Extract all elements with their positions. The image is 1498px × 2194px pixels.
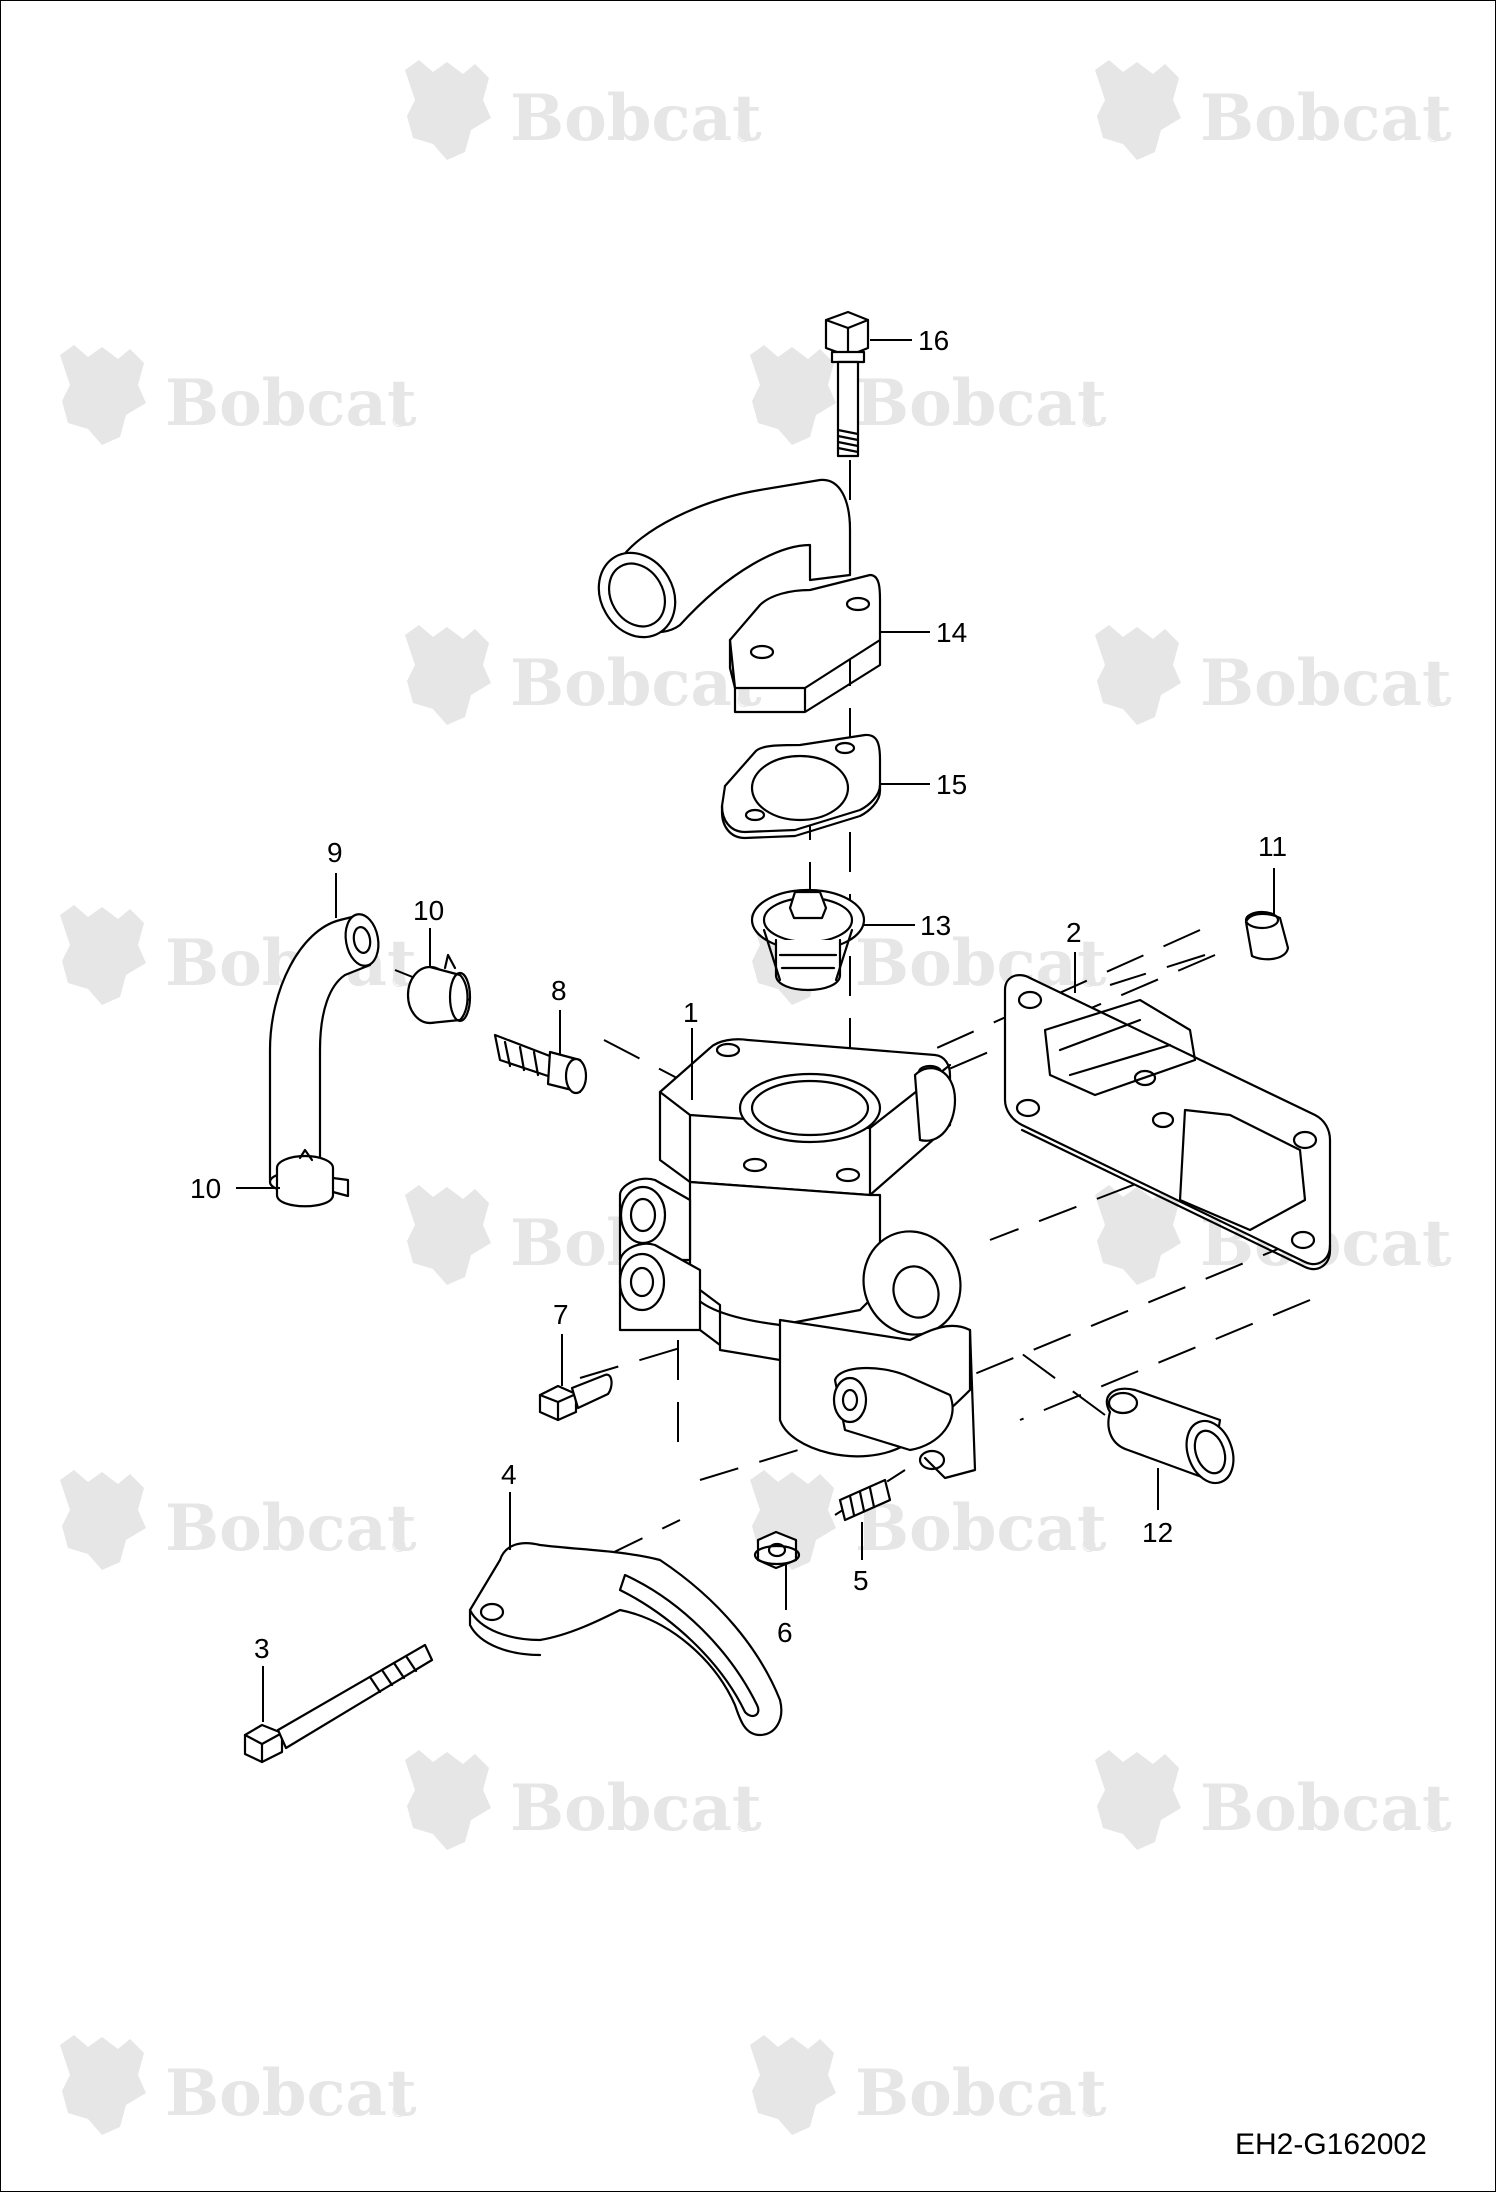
bobcat-logo-icon [405,1750,491,1850]
part-7-bolt [538,1373,613,1422]
callout-15: 15 [936,769,967,800]
callout-5: 5 [853,1565,869,1596]
watermark-registered-mark: ® [1080,2101,1098,2122]
watermark-text: Bobcat [510,1771,762,1846]
callout-2: 2 [1066,917,1082,948]
bobcat-logo-icon [60,1470,146,1570]
watermark-text: Bobcat [510,81,762,156]
callout-11: 11 [1258,831,1287,862]
part-15-gasket [720,733,882,840]
callout-1: 1 [683,997,699,1028]
watermark-registered-mark: ® [735,1816,753,1837]
watermark-text: Bobcat [1200,81,1452,156]
watermark-registered-mark: ® [390,2101,408,2122]
watermark-text: Bobcat [855,1491,1107,1566]
bobcat-logo-icon [1095,1750,1181,1850]
bobcat-logo-icon [60,345,146,445]
bobcat-logo-icon [1095,60,1181,160]
watermark-registered-mark: ® [1425,1251,1443,1272]
watermark-text: Bobcat [510,646,762,721]
part-1-thermostat-housing [618,1038,977,1480]
watermark-registered-mark: ® [1080,971,1098,992]
part-10-hose-clamp-upper [406,953,472,1025]
callout-6: 6 [777,1617,793,1648]
callout-16: 16 [918,325,949,356]
bobcat-watermark: Bobcat® [60,2035,417,2135]
bobcat-logo-icon [1095,625,1181,725]
watermark-registered-mark: ® [1080,411,1098,432]
bobcat-watermark: Bobcat® [60,1470,417,1570]
callout-leaders [236,339,1275,1722]
watermark-text: Bobcat [165,366,417,441]
bobcat-watermark: Bobcat® [60,345,417,445]
bobcat-watermark: Bobcat® [1095,60,1452,160]
callout-3: 3 [254,1633,270,1664]
part-11-plug [1244,910,1290,961]
callout-13: 13 [920,910,951,941]
watermark-text: Bobcat [855,366,1107,441]
callout-7: 7 [553,1299,569,1330]
bobcat-logo-icon [750,345,836,445]
part-6-nut [753,1530,801,1570]
bobcat-watermark: Bobcat® [1095,625,1452,725]
watermark-registered-mark: ® [735,691,753,712]
watermark-registered-mark: ® [1080,1536,1098,1557]
bobcat-watermark: Bobcat® [1095,1750,1452,1850]
watermark-registered-mark: ® [390,1536,408,1557]
callout-14: 14 [936,617,967,648]
watermark-registered-mark: ® [390,411,408,432]
watermark-text: Bobcat [165,2056,417,2131]
callout-4: 4 [501,1459,517,1490]
watermark-text: Bobcat [1200,646,1452,721]
watermark-text: Bobcat [855,926,1107,1001]
bobcat-watermark: Bobcat® [405,60,762,160]
callout-8: 8 [551,975,567,1006]
bobcat-watermark: Bobcat® [750,2035,1107,2135]
part-14-water-outlet [597,478,882,714]
bobcat-logo-icon [405,1185,491,1285]
callout-9: 9 [327,837,343,868]
callout-labels: 16 14 15 13 11 2 9 10 8 1 10 7 4 12 5 6 … [190,325,1287,1664]
bobcat-logo-icon [750,2035,836,2135]
watermark-registered-mark: ® [1425,126,1443,147]
bobcat-logo-icon [405,60,491,160]
bobcat-watermark: Bobcat® [405,1750,762,1850]
part-10-hose-clamp-lower [275,1148,350,1208]
watermark-text: Bobcat [1200,1771,1452,1846]
bobcat-watermark: Bobcat® [750,345,1107,445]
watermark-registered-mark: ® [390,971,408,992]
bobcat-logo-icon [405,625,491,725]
watermark-text: Bobcat [855,2056,1107,2131]
watermark-registered-mark: ® [1425,1816,1443,1837]
bobcat-watermark: Bobcat® [750,1470,1107,1570]
part-12-sleeve [1105,1387,1235,1485]
callout-12: 12 [1142,1517,1173,1548]
part-8-fitting [493,1033,588,1095]
part-5-stud [838,1478,892,1522]
part-3-bolt [243,1643,434,1764]
watermark-registered-mark: ® [735,126,753,147]
part-16-bolt [824,310,870,458]
bobcat-watermark: Bobcat® [405,625,762,725]
bobcat-logo-icon [60,905,146,1005]
watermark-text: Bobcat [165,1491,417,1566]
part-4-adjusting-bracket [468,1542,783,1737]
part-2-gasket-plate [1003,974,1332,1271]
part-13-thermostat [750,888,866,991]
bobcat-watermark: Bobcat® [750,905,1107,1005]
watermark-registered-mark: ® [1425,691,1443,712]
bobcat-logo-icon [60,2035,146,2135]
drawing-code: EH2-G162002 [1235,2128,1427,2161]
callout-10-upper: 10 [413,895,444,926]
callout-10-lower: 10 [190,1173,221,1204]
